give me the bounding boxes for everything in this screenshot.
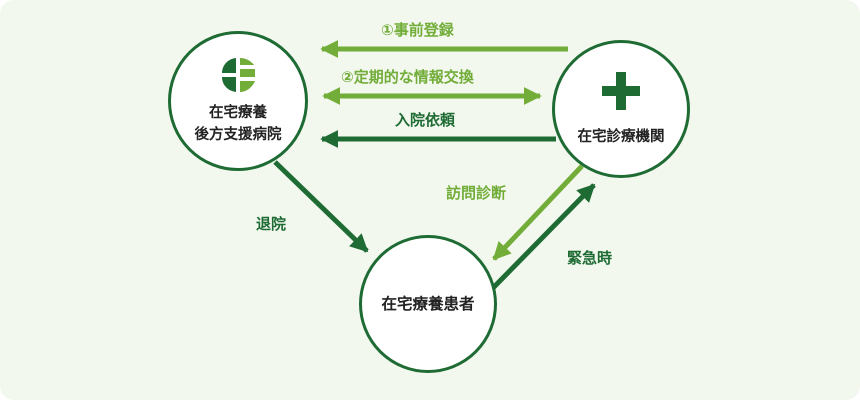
node-support-hospital-line1: 在宅療養 <box>209 105 267 121</box>
arrow-discharge <box>273 160 369 253</box>
node-support-hospital-line2: 後方支援病院 <box>194 127 282 143</box>
node-home-clinic: 在宅診療機関 <box>552 40 690 178</box>
node-home-patient: 在宅療養患者 <box>359 235 497 373</box>
label-admission-request: 入院依頼 <box>395 111 456 129</box>
label-pre-registration: ①事前登録 <box>381 21 454 39</box>
label-discharge: 退院 <box>256 215 287 233</box>
label-emergency: 緊急時 <box>567 249 613 267</box>
node-home-patient-label: 在宅療養患者 <box>381 295 475 313</box>
arrow-home-visit <box>492 164 584 261</box>
arrow-emergency <box>491 183 596 290</box>
label-home-visit: 訪問診断 <box>446 184 507 202</box>
hospital-logo-icon <box>222 58 255 92</box>
node-support-hospital: 在宅療養 後方支援病院 <box>168 31 308 171</box>
medical-cross-icon <box>602 72 640 110</box>
label-info-exchange: ②定期的な情報交換 <box>341 68 474 86</box>
node-home-clinic-label: 在宅診療機関 <box>577 129 665 145</box>
